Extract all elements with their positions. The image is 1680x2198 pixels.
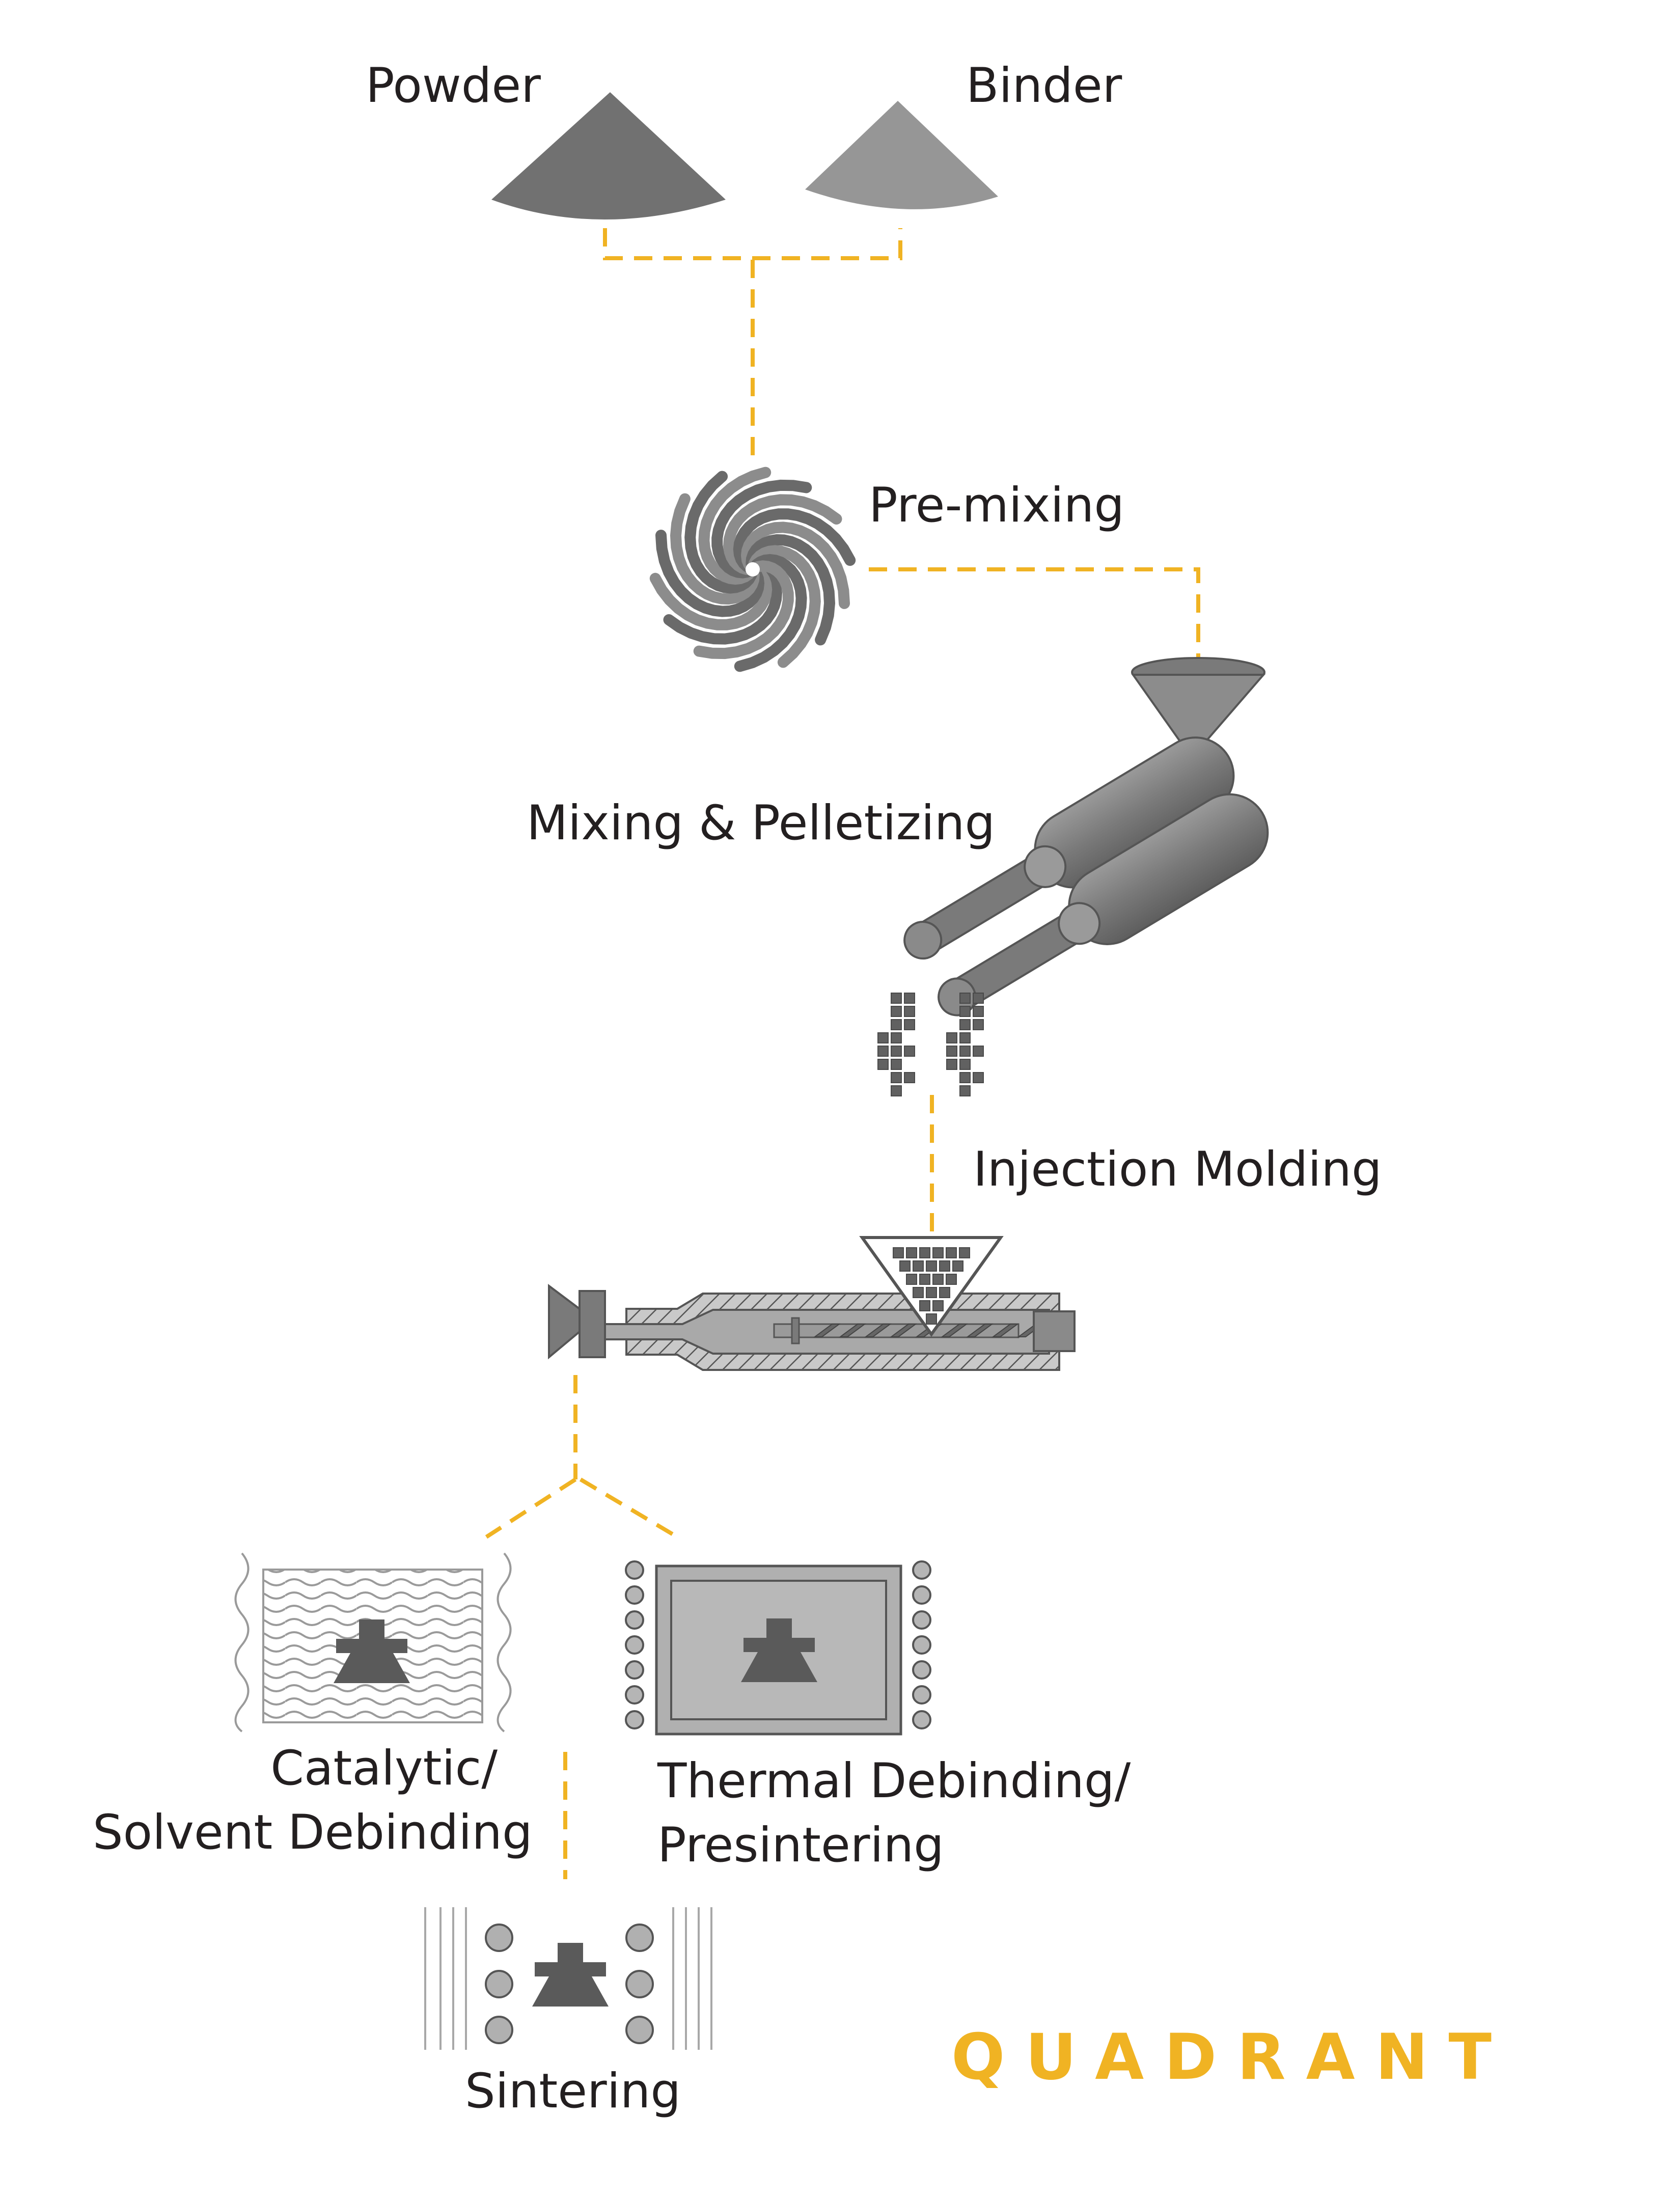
label-catalytic-debinding: Catalytic/ Solvent Debinding xyxy=(93,1737,533,1865)
connector-split-right xyxy=(579,1477,679,1539)
catalytic-debinding-icon xyxy=(234,1552,512,1733)
label-premixing: Pre-mixing xyxy=(869,478,1125,533)
thermal-debinding-icon xyxy=(625,1560,931,1736)
label-thermal-debinding: Thermal Debinding/ Presintering xyxy=(657,1749,1131,1878)
part-icon xyxy=(741,1618,817,1682)
label-thermal-line1: Thermal Debinding/ xyxy=(657,1753,1131,1809)
quadrant-logo: QUADRANT xyxy=(951,2021,1512,2094)
sintering-icon xyxy=(424,1907,712,2050)
premixing-swirl-icon xyxy=(649,466,856,672)
connector-powder-binder xyxy=(603,228,902,260)
label-binder: Binder xyxy=(966,58,1122,114)
mixing-pelletizing-machine-icon xyxy=(877,657,1269,1096)
label-sintering: Sintering xyxy=(465,2064,681,2119)
part-icon xyxy=(532,1943,609,2007)
label-catalytic-line1: Catalytic/ xyxy=(270,1741,498,1796)
label-injection-molding: Injection Molding xyxy=(973,1142,1382,1197)
connector-split-left xyxy=(485,1477,577,1539)
label-mixing-pelletizing: Mixing & Pelletizing xyxy=(527,795,996,851)
binder-fan-icon xyxy=(805,101,998,209)
label-thermal-line2: Presintering xyxy=(657,1817,944,1873)
label-powder: Powder xyxy=(366,58,541,114)
injection-molding-machine-icon xyxy=(548,1236,1076,1371)
powder-fan-icon xyxy=(491,92,726,219)
connector-lines xyxy=(485,228,1200,1879)
label-catalytic-line2: Solvent Debinding xyxy=(93,1804,533,1860)
connector-premixing-to-hopper xyxy=(869,567,1200,665)
pellets-left xyxy=(877,993,915,1096)
part-icon xyxy=(334,1619,410,1683)
pellets-right xyxy=(946,993,984,1096)
